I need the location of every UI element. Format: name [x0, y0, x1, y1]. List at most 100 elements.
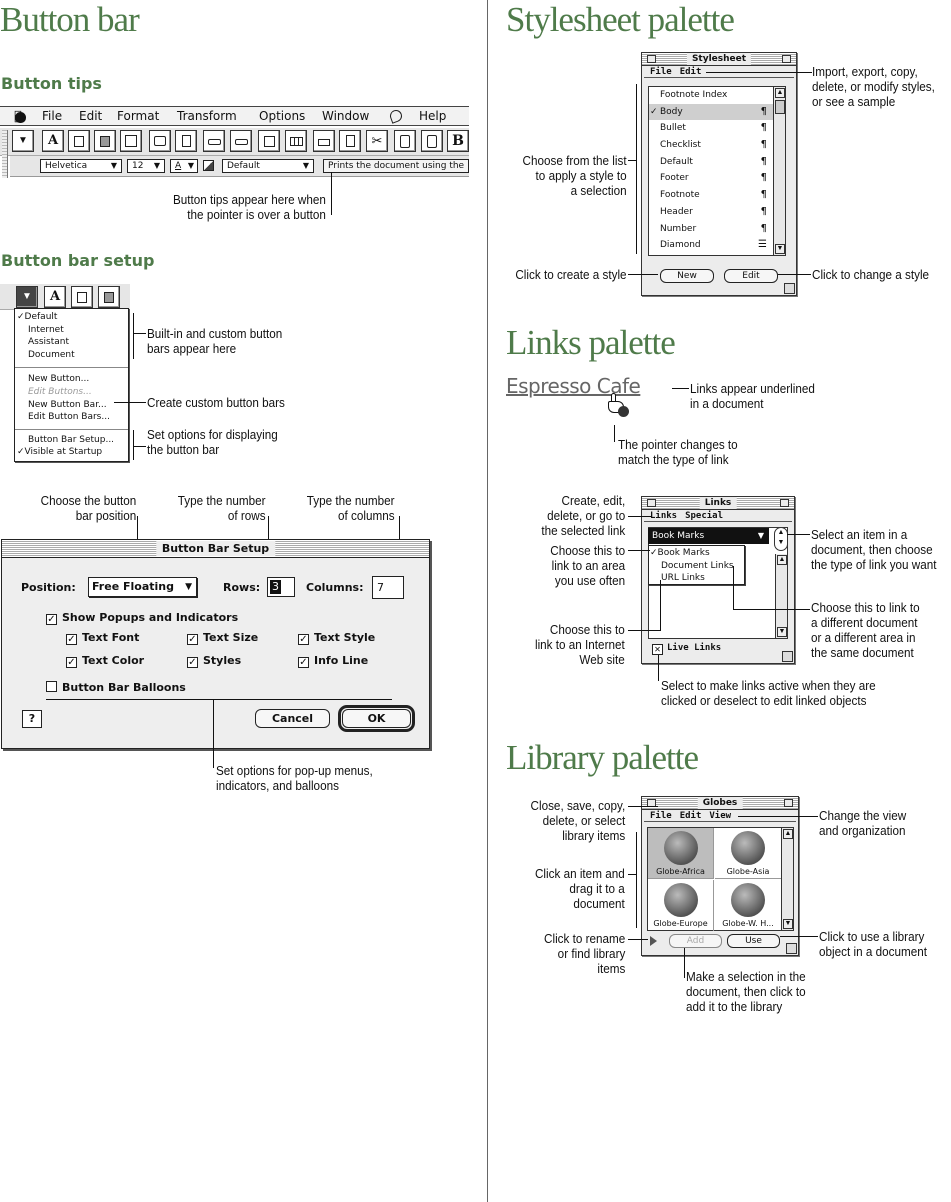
table-icon[interactable]: [285, 130, 307, 152]
menu-transform[interactable]: Transform: [177, 109, 237, 123]
export-icon[interactable]: [230, 130, 252, 152]
cancel-button[interactable]: Cancel: [255, 709, 330, 728]
copy-icon[interactable]: [71, 286, 93, 308]
style-item[interactable]: Bullet¶: [649, 120, 775, 137]
style-item[interactable]: Number¶: [649, 221, 775, 238]
button-bar-menu-button[interactable]: ▼: [12, 130, 34, 152]
find-icon[interactable]: [149, 130, 171, 152]
menu-file[interactable]: File: [42, 109, 63, 123]
zoom-box-icon[interactable]: [782, 55, 791, 63]
paste-icon[interactable]: [94, 130, 116, 152]
style-item[interactable]: Footnote Index: [660, 90, 728, 100]
library-menu-edit[interactable]: Edit: [679, 811, 702, 821]
dropdown-item-button-bar-setup[interactable]: Button Bar Setup...: [28, 434, 115, 445]
library-item-europe[interactable]: Globe-Europe: [648, 880, 714, 931]
dropdown-item-new-button-bar[interactable]: New Button Bar...: [28, 399, 107, 410]
new-style-button[interactable]: New: [660, 269, 714, 283]
style-item[interactable]: Diamond☰: [649, 237, 775, 254]
zoom-box-icon[interactable]: [784, 799, 793, 807]
scroll-thumb[interactable]: [775, 100, 785, 114]
color-swatch-icon[interactable]: [203, 160, 214, 171]
stylesheet-titlebar[interactable]: Stylesheet: [642, 53, 796, 66]
dropdown-item-internet[interactable]: Internet: [28, 324, 64, 335]
rows-field[interactable]: 3: [267, 577, 295, 597]
links-menu-links[interactable]: Links: [650, 511, 678, 521]
close-box-icon[interactable]: [647, 55, 656, 63]
style-list-scrollbar[interactable]: ▲ ▼: [773, 87, 785, 255]
resize-box-icon[interactable]: [786, 943, 797, 954]
link-type-bookmarks[interactable]: ✓Book Marks: [650, 548, 710, 558]
help-button[interactable]: ?: [22, 710, 42, 728]
button-bar-menu-button-open[interactable]: ▼: [16, 286, 38, 308]
menu-window[interactable]: Window: [322, 109, 370, 123]
style-item[interactable]: Footer¶: [649, 170, 775, 187]
copy-icon[interactable]: [68, 130, 90, 152]
scroll-up-icon[interactable]: ▲: [777, 555, 787, 565]
bold-icon[interactable]: B: [447, 130, 469, 152]
close-box-icon[interactable]: [647, 499, 656, 507]
ok-button[interactable]: OK: [338, 705, 415, 732]
text-tool-icon[interactable]: A: [44, 286, 66, 308]
menu-format[interactable]: Format: [117, 109, 160, 123]
insert-icon[interactable]: [120, 130, 142, 152]
size-popup[interactable]: 12▼: [127, 159, 165, 173]
library-scrollbar[interactable]: ▲ ▼: [781, 828, 793, 930]
use-button[interactable]: Use: [727, 934, 780, 948]
dropdown-item-new-button[interactable]: New Button...: [28, 374, 90, 385]
stylesheet-menu-file[interactable]: File: [650, 67, 672, 77]
text-font-checkbox[interactable]: ✓Text Font: [66, 631, 140, 645]
new-document-icon[interactable]: [339, 130, 361, 152]
scroll-down-icon[interactable]: ▼: [777, 627, 787, 637]
balloon-help-icon[interactable]: [388, 108, 404, 124]
save-icon[interactable]: [258, 130, 280, 152]
dropdown-item-visible-at-startup[interactable]: ✓Visible at Startup: [17, 447, 103, 458]
links-list-scrollbar[interactable]: ▲ ▼: [775, 554, 787, 638]
resize-box-icon[interactable]: [784, 283, 795, 294]
links-menu-special[interactable]: Special: [685, 511, 724, 521]
styles-checkbox[interactable]: ✓Styles: [187, 654, 242, 668]
style-item[interactable]: Checklist¶: [649, 137, 775, 154]
menu-edit[interactable]: Edit: [79, 109, 103, 123]
text-style-checkbox[interactable]: ✓Text Style: [298, 631, 376, 645]
position-popup[interactable]: Free Floating▼: [88, 577, 197, 597]
style-item-selected[interactable]: ✓Body¶: [649, 103, 775, 121]
library-menu-view[interactable]: View: [709, 811, 732, 821]
stylesheet-menu-edit[interactable]: Edit: [679, 67, 702, 77]
print-icon[interactable]: [313, 130, 335, 152]
dropdown-item-default[interactable]: ✓Default: [17, 312, 58, 322]
show-popups-checkbox[interactable]: ✓Show Popups and Indicators: [46, 611, 239, 625]
font-popup[interactable]: Helvetica▼: [40, 159, 122, 173]
text-tool-icon[interactable]: A: [42, 130, 64, 152]
style-item[interactable]: Footnote¶: [649, 187, 775, 204]
scroll-down-icon[interactable]: ▼: [783, 919, 793, 929]
go-to-link-button[interactable]: ▲▼: [774, 527, 788, 551]
dialog-titlebar[interactable]: Button Bar Setup: [2, 540, 429, 558]
draw-icon[interactable]: [203, 130, 225, 152]
disclosure-triangle-icon[interactable]: [650, 936, 657, 946]
scroll-down-icon[interactable]: ▼: [775, 244, 785, 254]
library-item-asia[interactable]: Globe-Asia: [715, 828, 781, 879]
paste-icon[interactable]: [98, 286, 120, 308]
dropdown-item-edit-button-bars[interactable]: Edit Button Bars...: [28, 412, 110, 423]
edit-style-button[interactable]: Edit: [724, 269, 778, 283]
resize-box-icon[interactable]: [782, 651, 793, 662]
stylesheet-popup[interactable]: Default▼: [222, 159, 314, 173]
link-type-document-links[interactable]: Document Links: [661, 560, 734, 571]
library-item-western-hemisphere[interactable]: Globe-W. H...: [715, 880, 781, 931]
style-popup[interactable]: A▼: [170, 159, 198, 173]
live-links-checkbox[interactable]: ✕Live Links: [652, 642, 721, 655]
cut-icon[interactable]: ✂: [366, 130, 388, 152]
document-icon[interactable]: [175, 130, 197, 152]
links-titlebar[interactable]: Links: [642, 497, 794, 510]
library-item-africa[interactable]: Globe-Africa: [648, 828, 714, 879]
button-bar-grip[interactable]: [2, 130, 8, 178]
link-type-popup[interactable]: Book Marks▼: [648, 528, 769, 544]
library-menu-file[interactable]: File: [650, 811, 672, 821]
columns-field[interactable]: 7: [372, 576, 404, 599]
paste-special-icon[interactable]: [421, 130, 443, 152]
menu-options[interactable]: Options: [259, 109, 306, 123]
library-titlebar[interactable]: Globes: [642, 797, 798, 810]
balloons-checkbox[interactable]: Button Bar Balloons: [46, 681, 186, 694]
style-item[interactable]: Header¶: [649, 204, 775, 221]
text-size-checkbox[interactable]: ✓Text Size: [187, 631, 259, 645]
